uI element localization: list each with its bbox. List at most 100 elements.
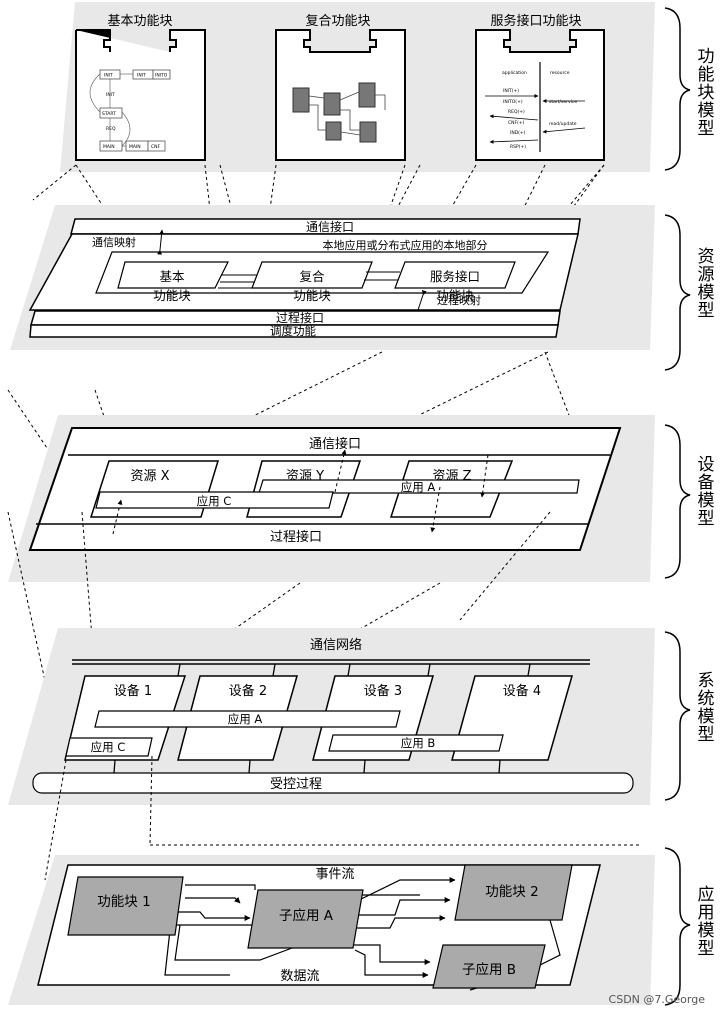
function-block-model: INIT INIT INITO INIT START REQ MAIN MAIN… <box>60 2 655 172</box>
dev-model-1: 备 <box>698 473 715 493</box>
res-process-interface: 过程接口 <box>276 310 324 325</box>
dev-app-c-bar <box>95 491 334 509</box>
sys-app-c-bar <box>65 737 153 757</box>
sys-model-2: 模 <box>698 707 715 727</box>
res-composite-l1: 复合 <box>299 269 325 284</box>
sys-app-b-label: 应用 B <box>401 736 436 750</box>
sys-model-0: 系 <box>698 671 715 691</box>
res-model-0: 资 <box>698 247 715 267</box>
app-model-1: 用 <box>698 903 715 923</box>
sys-model-3: 型 <box>698 725 715 745</box>
svc-tiny-0: application <box>502 70 527 76</box>
event-flow-label: 事件流 <box>315 867 354 882</box>
svc-tiny-3: INITO(+) <box>503 99 523 105</box>
dev-app-a-bar <box>258 479 580 494</box>
fb1-block <box>67 876 184 936</box>
app-model-2: 模 <box>698 921 715 941</box>
svc-tiny-6: IND(+) <box>510 130 526 136</box>
fb-model-0: 功 <box>698 47 715 67</box>
res-process-mapping: 过程映射 <box>437 293 481 307</box>
fb-model-1: 能 <box>698 65 715 85</box>
service-fb-card: application resource INIT(+) INITO(+) RE… <box>475 29 605 161</box>
dev-model-0: 设 <box>698 455 715 475</box>
basic-tiny-1: INIT <box>137 73 146 79</box>
watermark: CSDN @7.George <box>609 993 706 1006</box>
res-model-2: 模 <box>698 283 715 303</box>
fb-model-3: 模 <box>698 101 715 121</box>
resource-x-label: 资源 X <box>130 469 169 484</box>
subapp-b-label: 子应用 B <box>462 961 516 978</box>
data-flow-label: 数据流 <box>280 969 319 984</box>
fb1-label: 功能块 1 <box>97 894 150 910</box>
svc-tiny-4: REQ(+) <box>508 109 525 115</box>
fb2-block <box>454 864 573 921</box>
basic-tiny-5: REQ <box>106 126 116 132</box>
controlled-process-bar <box>32 772 634 794</box>
app-model-0: 应 <box>698 885 715 905</box>
composite-fb-card <box>275 29 406 161</box>
composite-fb-title: 复合功能块 <box>305 14 370 29</box>
basic-tiny-6: MAIN <box>103 144 115 150</box>
subapp-a-block <box>247 889 364 949</box>
basic-fb-card: INIT INIT INITO INIT START REQ MAIN MAIN… <box>75 29 206 161</box>
sys-app-a-label: 应用 A <box>228 712 263 726</box>
device-1-label: 设备 1 <box>114 683 152 699</box>
service-fb-title: 服务接口功能块 <box>490 13 581 29</box>
svc-tiny-7: RSP(+) <box>510 144 526 150</box>
device-3-label: 设备 3 <box>364 683 402 699</box>
res-composite-block <box>251 261 373 289</box>
dev-app-a-label: 应用 A <box>401 480 436 494</box>
app-model-3: 型 <box>698 939 715 959</box>
res-scheduling: 调度功能 <box>270 324 316 338</box>
svc-tiny-5: CNF(+) <box>508 120 525 126</box>
res-model-3: 型 <box>698 301 715 321</box>
svc-tiny-1: resource <box>550 70 570 76</box>
res-service-l2: 功能块 <box>436 288 474 303</box>
system-model: 通信网络 设备 1 设备 2 设备 3 设备 4 应用 A 应用 B 应用 C <box>8 628 655 805</box>
basic-tiny-2: INITO <box>155 73 168 79</box>
sys-app-c-label: 应用 C <box>91 740 126 754</box>
res-local-part-label: 本地应用或分布式应用的本地部分 <box>323 238 488 252</box>
side-labels <box>664 7 691 1006</box>
comm-mapping-arrow <box>157 229 165 255</box>
dev-model-3: 型 <box>698 509 715 529</box>
sys-app-a-bar <box>94 710 401 728</box>
device-2-label: 设备 2 <box>229 683 267 699</box>
device-model: 通信接口 过程接口 资源 X 资源 Y 资源 Z 应用 A 应用 C <box>8 415 655 582</box>
svc-tiny-2: INIT(+) <box>503 88 519 94</box>
res-basic-l2: 功能块 <box>153 288 191 303</box>
application-model: 事件流 数据流 功能块 1 子应用 A 功能块 2 子应用 B <box>8 855 655 1005</box>
dev-process-interface: 过程接口 <box>270 529 322 545</box>
res-service-l1: 服务接口 <box>430 269 480 284</box>
basic-tiny-7: MAIN <box>129 144 141 150</box>
res-basic-l1: 基本 <box>159 269 185 284</box>
res-service-block <box>394 261 516 289</box>
subapp-a-label: 子应用 A <box>279 907 334 924</box>
basic-tiny-0: INIT <box>104 73 113 79</box>
res-composite-l2: 功能块 <box>293 288 331 303</box>
fb-model-2: 块 <box>698 83 715 103</box>
sys-app-b-bar <box>328 734 504 752</box>
basic-fb-title: 基本功能块 <box>107 14 172 29</box>
res-basic-block <box>117 261 229 289</box>
basic-tiny-3: INIT <box>106 92 115 98</box>
sys-network-label: 通信网络 <box>310 637 362 653</box>
res-model-1: 源 <box>698 265 715 285</box>
res-scheduling-bar <box>29 324 559 338</box>
basic-tiny-4: START <box>102 111 116 117</box>
svc-tiny-8: start/service <box>549 99 577 105</box>
controlled-process-label: 受控过程 <box>270 777 322 792</box>
device-4-label: 设备 4 <box>503 683 541 699</box>
dev-comm-interface: 通信接口 <box>309 436 361 452</box>
basic-tiny-8: CNF <box>151 144 161 150</box>
dev-model-2: 模 <box>698 491 715 511</box>
fb2-label: 功能块 2 <box>485 884 538 900</box>
subapp-b-block <box>432 944 546 989</box>
res-comm-mapping: 通信映射 <box>92 235 136 249</box>
svc-tiny-9: read/update <box>549 121 577 127</box>
sys-model-1: 统 <box>698 689 715 709</box>
res-comm-interface: 通信接口 <box>306 219 354 234</box>
fb-model-4: 型 <box>698 119 715 139</box>
side-label-text: 功 能 块 模 型 资 源 模 型 设 备 模 型 系 统 模 型 应 用 模 … <box>698 47 715 959</box>
